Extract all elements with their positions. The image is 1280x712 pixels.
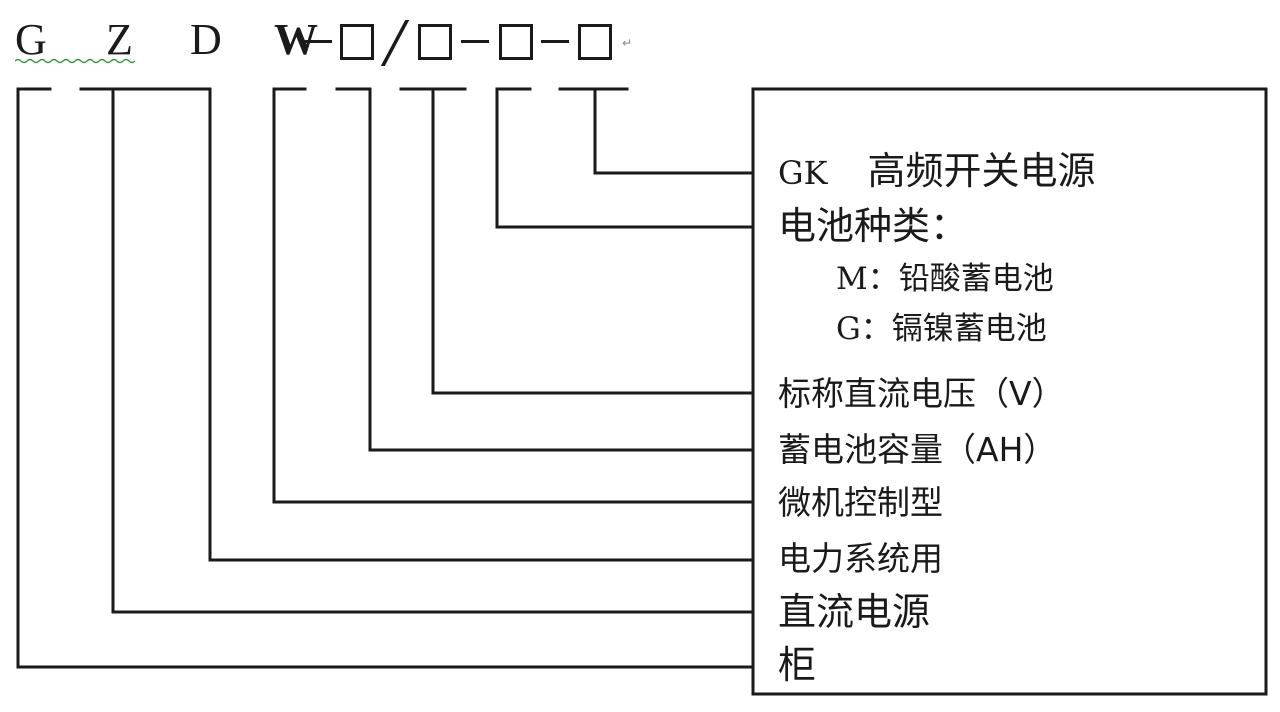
code-letter-d: D <box>190 15 222 64</box>
code-letter-w: W <box>274 15 318 64</box>
placeholder-3-box <box>499 24 533 60</box>
paragraph-mark-icon: ↵ <box>622 36 633 50</box>
code-dash <box>541 40 569 43</box>
legend-item-cabinet: 柜 <box>778 646 816 684</box>
legend-text: 微机控制型 <box>778 483 943 522</box>
legend-text: 直流电源 <box>778 590 931 634</box>
code-dash <box>305 40 332 43</box>
legend-code: G： <box>836 311 892 347</box>
legend-item-gk: GK 高频开关电源 <box>778 152 1095 190</box>
legend-text: 电池种类： <box>778 204 969 248</box>
legend-item-battery-type: 电池种类： <box>778 207 968 245</box>
legend-item-voltage: 标称直流电压（V） <box>778 377 1065 410</box>
legend-text: 铅酸蓄电池 <box>898 261 1054 297</box>
legend-text: 电力系统用 <box>778 539 943 578</box>
legend-text: 柜 <box>778 643 817 687</box>
legend-item-power-system: 电力系统用 <box>778 542 943 575</box>
code-letter-g: G <box>15 15 47 64</box>
placeholder-4-box <box>578 24 612 60</box>
legend-text: 蓄电池容量（AH） <box>778 430 1057 469</box>
legend-code: M： <box>836 261 899 297</box>
placeholder-2-box <box>418 24 452 60</box>
legend-item-capacity: 蓄电池容量（AH） <box>778 433 1056 466</box>
spellcheck-squiggle <box>15 58 136 64</box>
legend-subitem-lead-acid: M：铅酸蓄电池 <box>836 264 1054 295</box>
code-dash <box>461 40 489 43</box>
legend-item-microcomputer: 微机控制型 <box>778 486 943 519</box>
placeholder-1-box <box>340 24 374 60</box>
code-letter-z: Z <box>106 15 133 64</box>
legend-text: 高频开关电源 <box>867 149 1096 193</box>
legend-text: 标称直流电压（V） <box>778 374 1065 413</box>
legend-item-dc-power: 直流电源 <box>778 593 930 631</box>
legend-text: 镉镍蓄电池 <box>891 311 1047 347</box>
legend-code: GK <box>778 154 828 192</box>
legend-subitem-nicd: G：镉镍蓄电池 <box>836 314 1047 345</box>
